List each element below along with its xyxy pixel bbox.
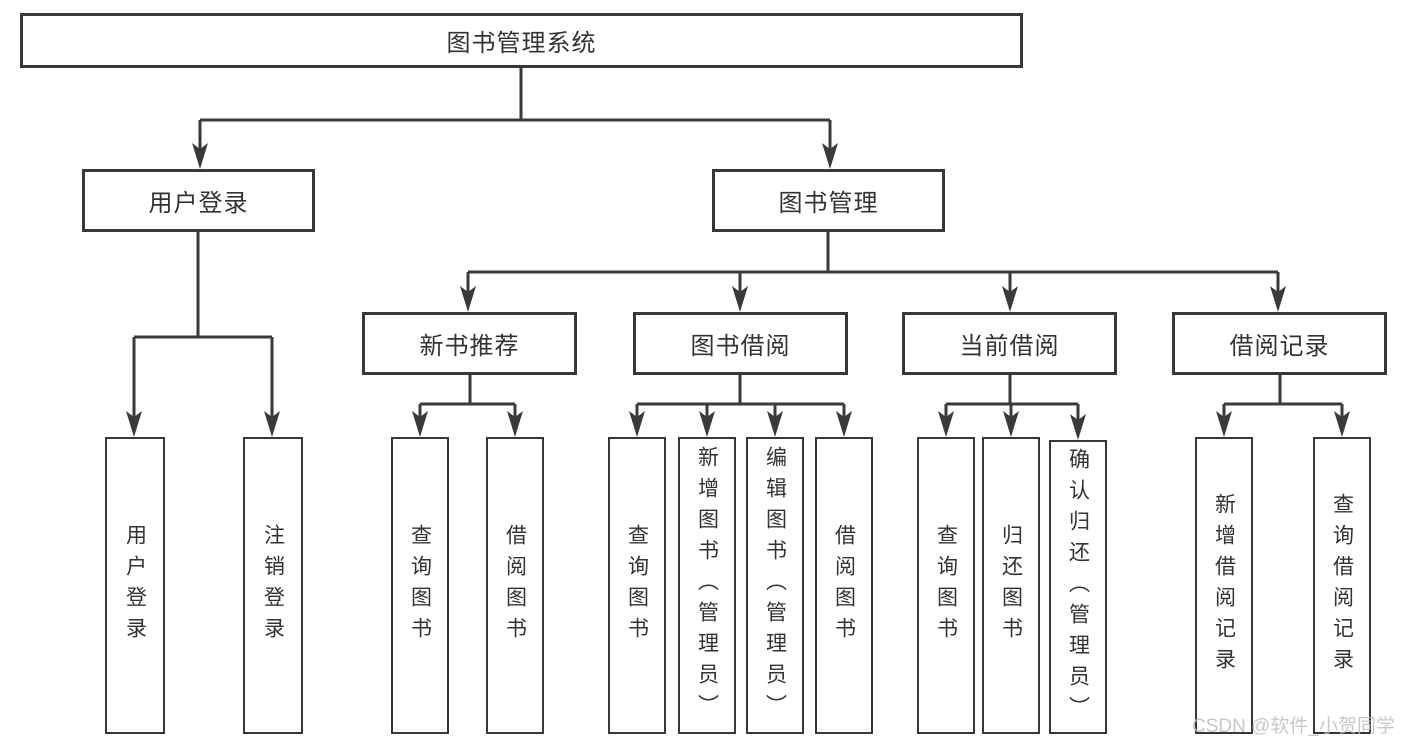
leaf-user-login: 用户登录 bbox=[105, 437, 165, 734]
arrowhead bbox=[629, 411, 645, 437]
node-new-book-recommend: 新书推荐 bbox=[362, 312, 577, 375]
node-label: 借阅图书 bbox=[832, 523, 856, 648]
node-label: 借阅图书 bbox=[503, 523, 527, 648]
arrowhead bbox=[126, 411, 142, 437]
leaf-borrowing-query-books: 查询图书 bbox=[608, 437, 666, 734]
arrowhead bbox=[938, 411, 954, 437]
arrowhead bbox=[1270, 286, 1286, 312]
arrowhead bbox=[1002, 286, 1018, 312]
leaf-records-query-borrow-record: 查询借阅记录 bbox=[1313, 437, 1371, 734]
connector-line bbox=[418, 375, 517, 418]
arrowhead bbox=[732, 286, 748, 312]
node-label: 查询借阅记录 bbox=[1330, 492, 1354, 679]
node-label: 新书推荐 bbox=[419, 333, 520, 360]
node-label: 查询图书 bbox=[625, 523, 649, 648]
node-label: 图书管理 bbox=[778, 190, 879, 217]
arrowhead bbox=[264, 411, 280, 437]
arrowhead bbox=[1216, 411, 1232, 437]
arrowhead bbox=[1003, 411, 1019, 437]
leaf-borrowing-edit-books-admin: 编辑图书（管理员） bbox=[746, 437, 804, 734]
node-label: 注销登录 bbox=[261, 523, 285, 648]
connector-line bbox=[944, 375, 1080, 421]
node-book-borrowing: 图书借阅 bbox=[633, 312, 848, 375]
node-label: 查询图书 bbox=[408, 523, 432, 648]
leaf-logout-login: 注销登录 bbox=[243, 437, 303, 734]
node-label: 图书管理系统 bbox=[446, 30, 597, 57]
leaf-current-return-books: 归还图书 bbox=[982, 437, 1040, 734]
node-label: 归还图书 bbox=[999, 523, 1023, 648]
node-label: 借阅记录 bbox=[1229, 333, 1330, 360]
leaf-recommend-query-books: 查询图书 bbox=[391, 437, 449, 734]
connector-line bbox=[466, 232, 1280, 293]
node-library-system: 图书管理系统 bbox=[20, 13, 1023, 68]
leaf-recommend-borrow-books: 借阅图书 bbox=[486, 437, 544, 734]
arrowhead bbox=[1334, 411, 1350, 437]
leaf-borrowing-borrow-books: 借阅图书 bbox=[815, 437, 873, 734]
node-label: 用户登录 bbox=[148, 190, 249, 217]
node-borrow-records: 借阅记录 bbox=[1172, 312, 1387, 375]
connector-line bbox=[198, 68, 832, 150]
leaf-records-add-borrow-record: 新增借阅记录 bbox=[1195, 437, 1253, 734]
node-label: 确认归还（管理员） bbox=[1066, 447, 1090, 727]
node-current-borrowing: 当前借阅 bbox=[902, 312, 1117, 375]
node-label: 查询图书 bbox=[934, 523, 958, 648]
connector-line bbox=[1222, 375, 1344, 418]
arrowhead bbox=[699, 411, 715, 437]
node-label: 新增图书（管理员） bbox=[695, 446, 719, 725]
arrowhead bbox=[412, 411, 428, 437]
connector-line bbox=[132, 232, 274, 418]
node-label: 用户登录 bbox=[123, 523, 147, 648]
leaf-borrowing-add-books-admin: 新增图书（管理员） bbox=[678, 437, 736, 734]
node-label: 当前借阅 bbox=[959, 333, 1060, 360]
arrowhead bbox=[836, 411, 852, 437]
node-label: 新增借阅记录 bbox=[1212, 492, 1236, 679]
connector-line bbox=[635, 375, 846, 418]
arrowhead bbox=[460, 286, 476, 312]
arrowhead bbox=[767, 411, 783, 437]
arrowhead bbox=[192, 143, 208, 169]
arrowhead bbox=[1070, 414, 1086, 440]
leaf-current-confirm-return-admin: 确认归还（管理员） bbox=[1049, 440, 1107, 734]
node-user-login: 用户登录 bbox=[82, 169, 315, 232]
node-label: 编辑图书（管理员） bbox=[763, 446, 787, 725]
node-label: 图书借阅 bbox=[690, 333, 791, 360]
leaf-current-query-books: 查询图书 bbox=[917, 437, 975, 734]
arrowhead bbox=[822, 143, 838, 169]
arrowhead bbox=[507, 411, 523, 437]
node-book-management: 图书管理 bbox=[712, 169, 945, 232]
